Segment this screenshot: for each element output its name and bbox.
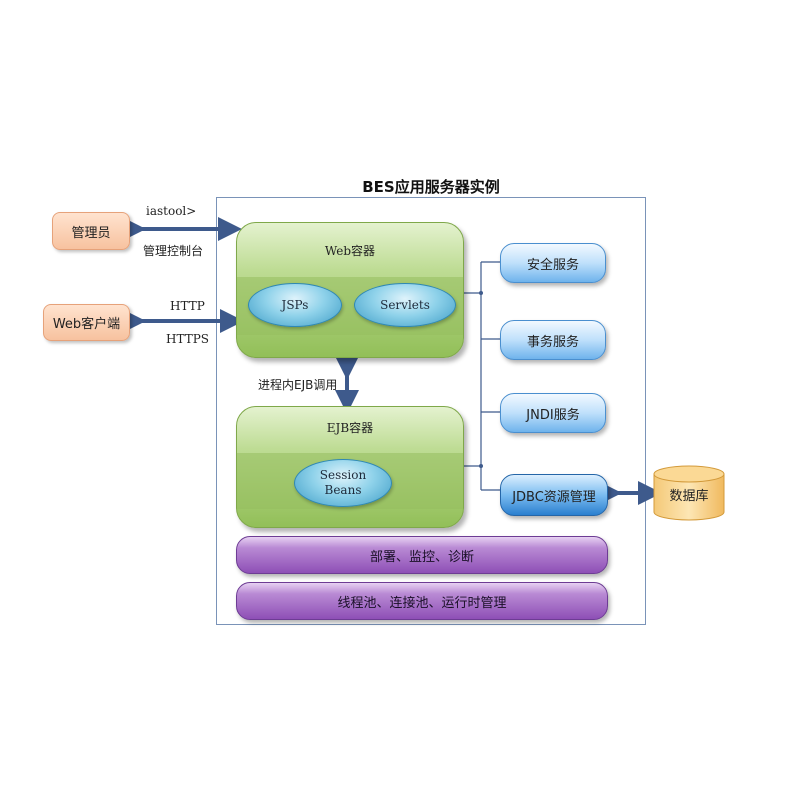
jndi-service-label: JNDI服务 (526, 407, 580, 423)
transaction-service-label: 事务服务 (526, 334, 579, 350)
iastool-label: iastool> (146, 204, 197, 218)
http-label: HTTP (170, 299, 205, 313)
web-client-box: Web客户端 (43, 304, 130, 341)
server-instance-frame (216, 197, 646, 625)
jdbc-resource-management: JDBC资源管理 (500, 474, 608, 516)
jsps-ellipse: JSPs (248, 283, 342, 327)
admin-label: 管理员 (71, 225, 111, 241)
security-service: 安全服务 (500, 243, 606, 283)
jdbc-label: JDBC资源管理 (512, 489, 596, 505)
ejb-call-label: 进程内EJB调用 (258, 378, 338, 392)
session-beans-line2: Beans (324, 483, 362, 497)
jsps-label: JSPs (281, 297, 309, 312)
deploy-monitor-bar: 部署、监控、诊断 (236, 536, 608, 574)
security-service-label: 安全服务 (526, 257, 579, 273)
session-beans-line1: Session (319, 468, 367, 482)
web-container-label: Web容器 (324, 244, 376, 258)
https-label: HTTPS (166, 332, 209, 346)
web-container: Web容器 JSPs Servlets (236, 222, 464, 358)
ejb-container-label: EJB容器 (326, 421, 374, 435)
admin-box: 管理员 (52, 212, 130, 250)
session-beans-ellipse: Session Beans (294, 459, 392, 507)
servlets-label: Servlets (380, 297, 430, 312)
database-icon (653, 465, 725, 521)
pool-runtime-bar: 线程池、连接池、运行时管理 (236, 582, 608, 620)
jndi-service: JNDI服务 (500, 393, 606, 433)
transaction-service: 事务服务 (500, 320, 606, 360)
servlets-ellipse: Servlets (354, 283, 456, 327)
database-label: 数据库 (669, 489, 709, 504)
ejb-container: EJB容器 Session Beans (236, 406, 464, 528)
web-client-label: Web客户端 (52, 317, 121, 332)
admin-console-label: 管理控制台 (143, 244, 204, 258)
deploy-monitor-label: 部署、监控、诊断 (369, 549, 474, 565)
pool-runtime-label: 线程池、连接池、运行时管理 (337, 595, 507, 611)
diagram-title: BES应用服务器实例 (362, 178, 500, 196)
